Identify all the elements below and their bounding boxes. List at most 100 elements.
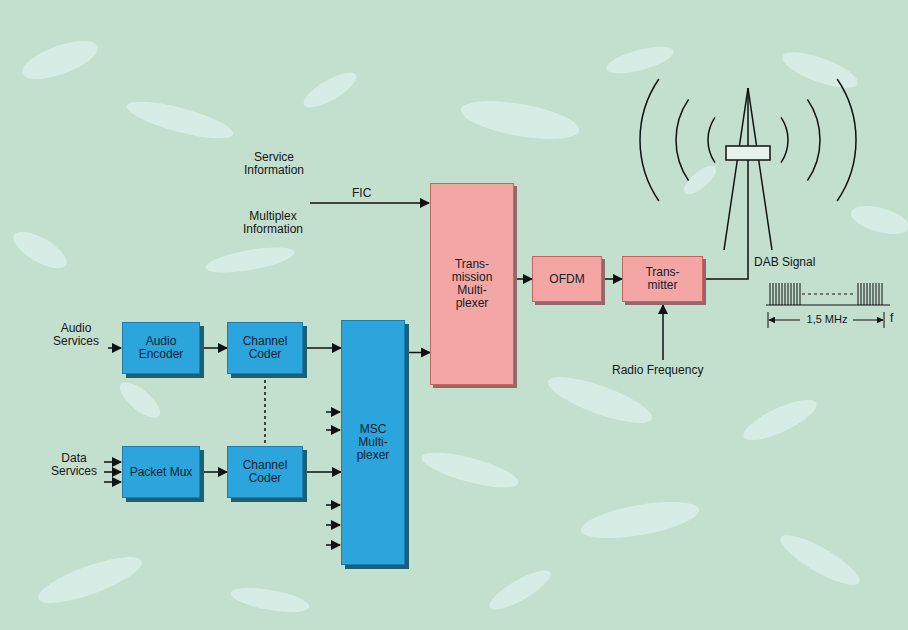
signal-arrow [200,347,227,349]
span-tick [884,312,885,328]
carrier-line [779,283,780,305]
input-arrow [108,347,121,349]
box-label: MSC Multi- plexer [351,423,395,462]
lake-shape [299,66,361,113]
carrier-line [791,283,792,305]
input-label: Data Services [46,452,102,478]
carrier-line [867,283,868,305]
carrier-line [785,283,786,305]
radio-wave [640,79,659,201]
input-arrow [104,461,121,463]
signal-arrow [602,278,622,280]
box-label: Trans- mitter [640,266,686,292]
box-label: OFDM [549,273,584,286]
signal-arrow [514,278,532,280]
lake-shape [114,376,165,423]
lake-shape [204,242,296,277]
radio-waves [640,79,856,201]
input-arrow [104,481,121,483]
feed-line [704,250,748,279]
antenna-leg [748,88,772,250]
carrier-line [882,283,883,305]
lake-shape [775,527,865,593]
carrier-line [776,283,777,305]
radio-wave [807,99,820,180]
signal-arrow [303,347,341,349]
carrier-line [858,283,859,305]
span-tick [768,312,769,328]
span-arrow [853,320,883,321]
lake-shape [848,201,908,240]
antenna-leg [724,88,748,250]
span-arrow [769,320,800,321]
axis-label: f [890,312,893,325]
input-label: Radio Frequency [612,364,703,377]
radio-wave [708,117,715,162]
multiplexer-box: Trans- mission Multi- plexer [430,183,514,385]
antenna-mast [747,88,749,250]
input-arrow [326,544,340,546]
lake-shape [124,94,236,146]
input-arrow [326,429,340,431]
coder-box: Channel Coder [227,322,303,374]
carrier-line [782,283,783,305]
lake-shape [680,161,721,199]
lake-shape [419,445,522,494]
input-arrow [326,504,340,506]
coder-box: Channel Coder [227,446,303,498]
carrier-line [876,283,877,305]
radio-wave [781,117,788,162]
carrier-line [870,283,871,305]
carrier-line [794,283,795,305]
channel-label: FIC [352,187,371,200]
antenna-panel [726,146,770,160]
ofdm-box: OFDM [532,256,602,302]
input-label: Audio Services [46,322,106,348]
carrier-line [800,283,801,305]
input-label: Service Information [241,151,307,177]
dashed-link [264,374,266,446]
box-label: Trans- mission Multi- plexer [444,258,500,310]
encoder-box: Audio Encoder [122,322,200,374]
rf-arrow [662,305,664,360]
transmitter-box: Trans- mitter [622,256,703,302]
radio-wave [837,79,856,201]
carrier-line [861,283,862,305]
signal-arrow [200,471,227,473]
lake-shape [485,564,556,616]
box-label: Channel Coder [231,335,299,361]
carrier-gap [802,294,856,295]
bandwidth-label: 1,5 MHz [802,313,852,326]
lake-shape [778,45,861,95]
box-label: Channel Coder [231,459,299,485]
input-label: Multiplex Information [236,210,310,236]
carrier-line [873,283,874,305]
mux-box: Packet Mux [122,446,200,498]
input-arrow [326,524,340,526]
radio-wave [676,99,689,180]
lake-shape [8,225,72,276]
lake-shape [229,583,311,617]
lake-shape [458,94,582,146]
ofdm-carriers [770,283,882,305]
lake-texture [8,33,908,617]
carrier-line [788,283,789,305]
lake-shape [578,495,701,545]
lake-shape [544,368,657,432]
lake-shape [18,33,103,87]
carrier-line [797,283,798,305]
signal-arrow [303,471,341,473]
signal-label: DAB Signal [754,256,815,269]
box-label: Packet Mux [130,466,193,479]
signal-arrow [405,352,430,354]
fic-line [310,202,429,204]
multiplexer-box: MSC Multi- plexer [341,320,405,565]
lake-shape [739,392,822,448]
carrier-line [773,283,774,305]
lake-shape [604,41,677,78]
input-arrow [104,471,121,473]
carrier-line [770,283,771,305]
lake-shape [34,548,147,612]
carrier-line [879,283,880,305]
input-arrow [326,411,340,413]
